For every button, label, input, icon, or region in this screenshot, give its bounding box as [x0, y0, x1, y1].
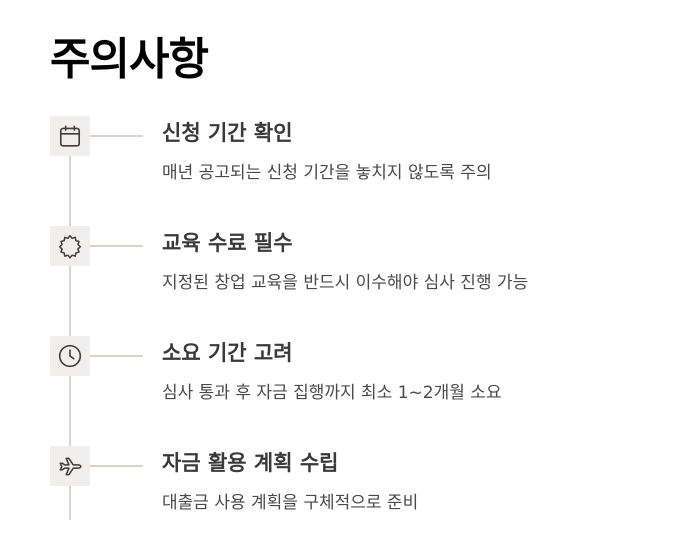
connector-line	[90, 245, 143, 247]
connector-line	[90, 355, 143, 357]
timeline-line	[69, 118, 71, 520]
connector-line	[90, 465, 143, 467]
notice-item-education: 교육 수료 필수 지정된 창업 교육을 반드시 이수해야 심사 진행 가능	[50, 226, 670, 316]
clock-icon	[58, 344, 82, 368]
icon-box	[50, 446, 90, 486]
item-title: 신청 기간 확인	[162, 121, 293, 145]
notice-item-fund-plan: 자금 활용 계획 수립 대출금 사용 계획을 구체적으로 준비	[50, 446, 670, 536]
badge-icon	[58, 234, 82, 259]
icon-box	[50, 116, 90, 156]
item-title: 교육 수료 필수	[162, 231, 293, 255]
item-description: 심사 통과 후 자금 집행까지 최소 1~2개월 소요	[162, 383, 502, 403]
icon-box	[50, 226, 90, 266]
item-title: 자금 활용 계획 수립	[162, 451, 339, 475]
page-title: 주의사항	[50, 34, 209, 85]
item-description: 지정된 창업 교육을 반드시 이수해야 심사 진행 가능	[162, 273, 529, 293]
connector-line	[90, 135, 143, 137]
item-description: 대출금 사용 계획을 구체적으로 준비	[162, 493, 419, 513]
icon-box	[50, 336, 90, 376]
item-title: 소요 기간 고려	[162, 341, 293, 365]
calendar-icon	[59, 125, 81, 147]
notice-item-duration: 소요 기간 고려 심사 통과 후 자금 집행까지 최소 1~2개월 소요	[50, 336, 670, 426]
plane-icon	[59, 457, 82, 476]
item-description: 매년 공고되는 신청 기간을 놓치지 않도록 주의	[162, 163, 492, 183]
notice-item-application-period: 신청 기간 확인 매년 공고되는 신청 기간을 놓치지 않도록 주의	[50, 116, 670, 206]
